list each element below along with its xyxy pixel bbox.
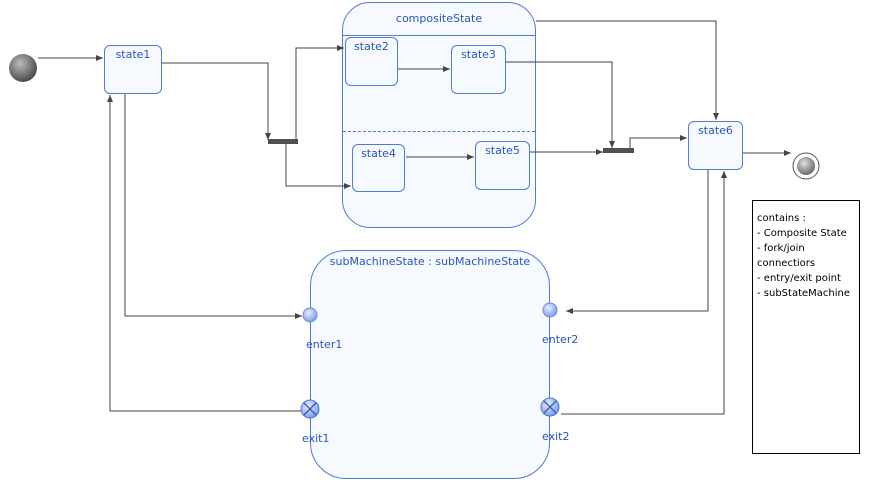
submachine-state[interactable]: subMachineState : subMachineState: [310, 250, 550, 479]
enter2-label: enter2: [542, 333, 579, 346]
exit1-label: exit1: [302, 432, 330, 445]
note-line: - subStateMachine: [757, 288, 851, 299]
state6-label: state6: [698, 124, 733, 137]
note-text: contains : - Composite State - fork/join…: [757, 211, 855, 301]
state2[interactable]: state2: [345, 37, 398, 86]
note-line: - fork/join: [757, 243, 805, 254]
state5[interactable]: state5: [475, 141, 530, 190]
state6[interactable]: state6: [688, 121, 743, 170]
state1[interactable]: state1: [104, 45, 162, 94]
composite-state[interactable]: compositeState: [342, 2, 536, 228]
note-line: - entry/exit point: [757, 273, 841, 284]
state5-label: state5: [485, 144, 520, 157]
composite-state-title: compositeState: [395, 12, 483, 25]
note-line: contains :: [757, 213, 806, 224]
exit2-label: exit2: [542, 430, 570, 443]
state3-label: state3: [461, 48, 496, 61]
state4-label: state4: [361, 147, 396, 160]
note[interactable]: contains : - Composite State - fork/join…: [752, 200, 860, 454]
state2-label: state2: [354, 40, 389, 53]
note-line: connectiors: [757, 258, 816, 269]
enter1-label: enter1: [306, 338, 343, 351]
state3[interactable]: state3: [451, 45, 506, 94]
composite-state-header-divider: [343, 35, 535, 36]
submachine-state-title: subMachineState : subMachineState: [329, 255, 531, 268]
composite-state-region-divider: [343, 131, 535, 132]
state4[interactable]: state4: [352, 144, 405, 192]
state1-label: state1: [115, 48, 151, 61]
note-line: - Composite State: [757, 228, 847, 239]
